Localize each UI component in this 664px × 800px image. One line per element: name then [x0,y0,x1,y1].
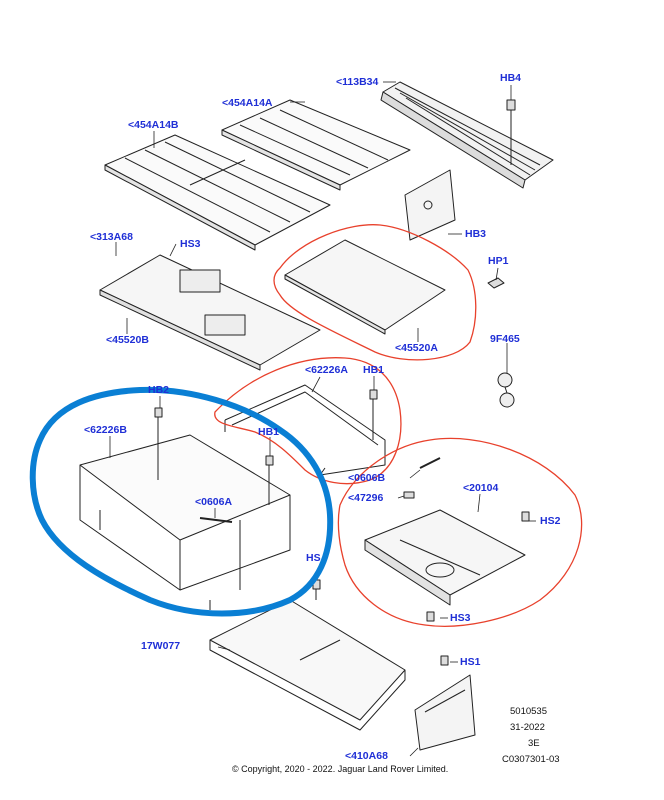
label-62226A[interactable]: <62226A [305,364,348,376]
part-9F465[interactable] [497,372,515,408]
red-outline-45520A [273,224,477,361]
part-454A14A[interactable] [221,99,411,191]
label-HB1-top[interactable]: HB1 [363,364,385,376]
fastener-HS3-bottom[interactable] [426,611,435,622]
label-45520B[interactable]: <45520B [106,334,149,346]
red-highlight-outlines [214,224,583,627]
fastener-HB1-top[interactable] [369,389,378,440]
fastener-HS1[interactable] [440,655,449,666]
label-45520A[interactable]: <45520A [395,342,438,354]
reference-code: 3E [528,738,540,749]
label-17W077[interactable]: 17W077 [141,640,181,652]
part-0606B[interactable] [419,457,441,469]
fastener-HB2[interactable] [154,407,163,480]
label-HP1[interactable]: HP1 [488,255,509,267]
part-20104[interactable] [364,509,526,606]
label-HB2[interactable]: HB2 [148,384,170,396]
reference-date: 31-2022 [510,722,545,733]
label-HS3-bottom[interactable]: HS3 [450,612,471,624]
label-313A68[interactable]: <313A68 [90,231,133,243]
part-45520A[interactable] [284,239,446,335]
label-9F465[interactable]: 9F465 [490,333,520,345]
part-62226B[interactable] [79,434,291,610]
label-62226B[interactable]: <62226B [84,424,127,436]
label-20104[interactable]: <20104 [463,482,499,494]
part-45520B[interactable] [99,254,321,371]
label-410A68[interactable]: <410A68 [345,750,388,762]
label-HS3-top[interactable]: HS3 [180,238,201,250]
label-113B34[interactable]: <113B34 [336,76,379,88]
part-454A14B[interactable] [104,134,331,251]
label-47296[interactable]: <47296 [348,492,384,504]
leader-lines [109,81,536,757]
label-0606A[interactable]: <0606A [195,496,233,508]
label-HS1[interactable]: HS1 [460,656,481,668]
label-HS2[interactable]: HS2 [540,515,561,527]
part-113B34[interactable] [380,81,554,189]
fastener-HB1-mid[interactable] [265,455,274,505]
part-47296[interactable] [403,491,415,499]
copyright-notice: © Copyright, 2020 - 2022. Jaguar Land Ro… [232,764,449,774]
bracket-part[interactable] [404,169,456,241]
label-454A14A[interactable]: <454A14A [222,97,273,109]
label-0606B[interactable]: <0606B [348,472,386,484]
label-HB4[interactable]: HB4 [500,72,522,84]
red-outline-62226A [214,357,402,485]
red-outline-20104 [337,437,583,627]
label-HB1-mid[interactable]: HB1 [258,426,280,438]
reference-number: 5010535 [510,706,547,717]
blue-highlight-outline [29,386,334,617]
pad-HP1[interactable] [487,277,505,289]
part-0606A[interactable] [199,517,233,523]
reference-id: C0307301-03 [502,754,560,765]
part-17W077[interactable] [209,599,406,731]
fastener-HS2[interactable] [521,511,530,522]
label-HS-partial[interactable]: HS [306,552,321,564]
label-454A14B[interactable]: <454A14B [128,119,179,131]
part-410A68[interactable] [414,674,476,751]
label-HB3[interactable]: HB3 [465,228,487,240]
